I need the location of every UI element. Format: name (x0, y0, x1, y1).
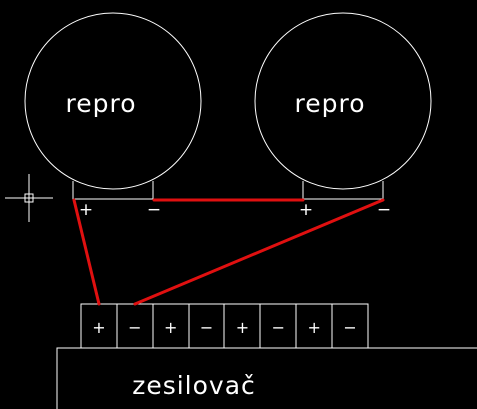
speaker-left-label: repro (65, 89, 136, 118)
amplifier-terminal-sign: − (343, 318, 356, 337)
amplifier-terminal-sign: + (307, 318, 320, 337)
speaker-left-cone (24, 12, 202, 190)
wiring (72, 198, 385, 306)
wire-left-plus-to-amp-plus (72, 198, 101, 306)
wire-right-minus-to-amp-minus (133, 198, 385, 306)
amplifier-terminal-sign: + (236, 318, 249, 337)
speaker-right-label: repro (294, 89, 365, 118)
amplifier-terminal-sign: − (272, 318, 285, 337)
amplifier-terminal-block: + − + − + − + − (80, 303, 369, 349)
amplifier-terminal-sign: − (200, 318, 213, 337)
speaker-right-plus: + (299, 200, 313, 220)
speaker-left-minus: − (147, 200, 161, 220)
crosshair-cursor-icon (5, 174, 53, 222)
speaker-right-minus: − (377, 200, 391, 220)
amplifier: zesilovač (56, 347, 477, 409)
amplifier-terminal-sign: − (128, 318, 141, 337)
amplifier-terminal-sign: + (164, 318, 177, 337)
speaker-left-terminal-box (72, 181, 154, 200)
amplifier-body-outline (56, 347, 477, 409)
speaker-right: repro + − (254, 12, 432, 220)
speaker-right-cone (254, 12, 432, 190)
amplifier-label: zesilovač (132, 371, 256, 400)
speaker-left: repro + − (24, 12, 202, 220)
speaker-right-terminal-box (302, 181, 384, 200)
speaker-left-plus: + (79, 200, 93, 220)
amplifier-terminal-sign: + (92, 318, 105, 337)
